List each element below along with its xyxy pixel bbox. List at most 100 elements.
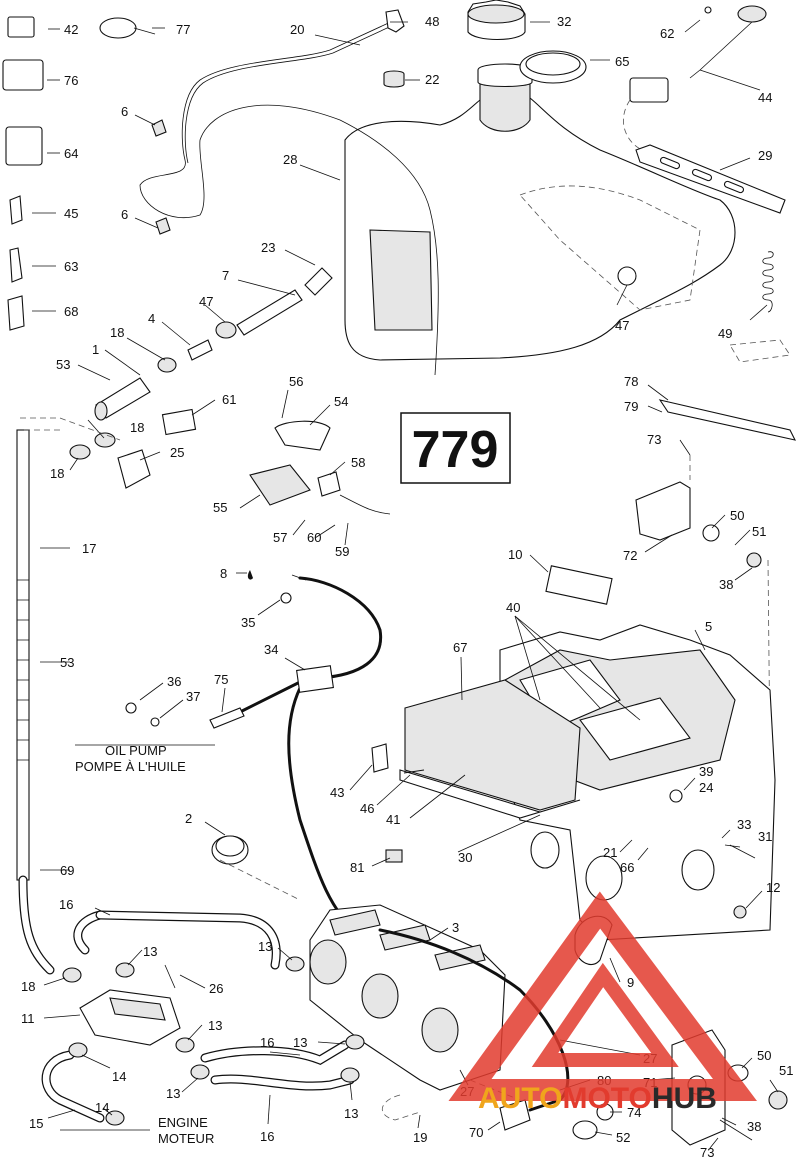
callout-16-top: 16 [59, 897, 73, 912]
callout-26: 26 [209, 981, 223, 996]
callout-10: 10 [508, 547, 522, 562]
callout-51-bottom: 51 [779, 1063, 793, 1078]
engine-caption-fr: MOTEUR [158, 1131, 214, 1146]
callout-14-a: 14 [112, 1069, 126, 1084]
callout-70: 70 [469, 1125, 483, 1140]
callout-78: 78 [624, 374, 638, 389]
fuel-tank [344, 63, 736, 361]
callout-40: 40 [506, 600, 520, 615]
callout-30: 30 [458, 850, 472, 865]
fuel-filter [69, 432, 151, 489]
callout-17: 17 [82, 541, 96, 556]
callout-6-bottom: 6 [121, 207, 128, 222]
callout-50-bottom: 50 [757, 1048, 771, 1063]
vent-fitting [383, 9, 405, 88]
screw-38 [746, 552, 762, 568]
connector-parts [2, 16, 44, 331]
callout-72: 72 [623, 548, 637, 563]
callout-47-left: 47 [199, 294, 213, 309]
callout-13-f: 13 [344, 1106, 358, 1121]
callout-74: 74 [627, 1105, 641, 1120]
callout-13-a: 13 [143, 944, 157, 959]
callout-15: 15 [29, 1116, 43, 1131]
callout-48: 48 [425, 14, 439, 29]
callout-42: 42 [64, 22, 78, 37]
tank-strap [635, 144, 786, 214]
gasket [545, 565, 613, 605]
hose-clamp [211, 835, 249, 865]
callout-4: 4 [148, 311, 155, 326]
bracket [635, 399, 797, 541]
callout-46: 46 [360, 801, 374, 816]
callout-11: 11 [21, 1011, 35, 1026]
leader-lines [20, 19, 779, 1149]
callout-29: 29 [758, 148, 772, 163]
callout-labels: 42 77 20 48 32 62 76 22 65 44 64 28 29 4… [21, 14, 793, 1160]
callout-52: 52 [616, 1130, 630, 1145]
callout-39: 39 [699, 764, 713, 779]
callout-63: 63 [64, 259, 78, 274]
callout-13-c: 13 [208, 1018, 222, 1033]
callout-19: 19 [413, 1130, 427, 1145]
spring [762, 251, 774, 313]
callout-81: 81 [350, 860, 364, 875]
callout-51-top: 51 [752, 524, 766, 539]
callout-20: 20 [290, 22, 304, 37]
diagram-number-box [400, 412, 511, 484]
screw-73b [719, 1119, 753, 1141]
callout-16-bottom: 16 [260, 1129, 274, 1144]
callout-5: 5 [705, 619, 712, 634]
bracket-small [371, 743, 389, 773]
primer [499, 1099, 531, 1131]
callout-21: 21 [603, 845, 617, 860]
callout-45: 45 [64, 206, 78, 221]
callout-43: 43 [330, 785, 344, 800]
callout-59: 59 [335, 544, 349, 559]
callout-41: 41 [386, 812, 400, 827]
callout-65: 65 [615, 54, 629, 69]
watermark-hub: HUB [652, 1082, 717, 1115]
callout-13-d: 13 [293, 1035, 307, 1050]
callout-18-b: 18 [130, 420, 144, 435]
callout-38-bottom: 38 [747, 1119, 761, 1134]
callout-37: 37 [186, 689, 200, 704]
callout-77: 77 [176, 22, 190, 37]
cable-adjuster [209, 707, 245, 729]
callout-67: 67 [453, 640, 467, 655]
callout-62: 62 [660, 26, 674, 41]
callout-79: 79 [624, 399, 638, 414]
callout-61: 61 [222, 392, 236, 407]
diagram-number: 779 [412, 421, 499, 479]
callout-54: 54 [334, 394, 348, 409]
air-filter [404, 679, 581, 811]
callout-55: 55 [213, 500, 227, 515]
callout-18-a: 18 [110, 325, 124, 340]
callout-53-bottom: 53 [60, 655, 74, 670]
callout-68: 68 [64, 304, 78, 319]
callout-53-top: 53 [56, 357, 70, 372]
watermark-moto: MOTO [562, 1082, 651, 1115]
callout-7: 7 [222, 268, 229, 283]
callout-73-top: 73 [647, 432, 661, 447]
callout-32: 32 [557, 14, 571, 29]
callout-9: 9 [627, 975, 634, 990]
throttle-sensor-parts [249, 420, 391, 515]
callout-13-b: 13 [258, 939, 272, 954]
nut-small [733, 905, 747, 919]
callout-1: 1 [92, 342, 99, 357]
fuel-hose [16, 429, 55, 975]
callout-60: 60 [307, 530, 321, 545]
callout-57: 57 [273, 530, 287, 545]
grommet-tank [617, 266, 637, 286]
cap-gasket [519, 50, 587, 84]
callout-73-bottom: 73 [700, 1145, 714, 1160]
callout-25: 25 [170, 445, 184, 460]
clip-35 [280, 592, 292, 604]
callout-24: 24 [699, 780, 713, 795]
callout-8: 8 [220, 566, 227, 581]
washer-36 [125, 702, 137, 714]
callout-50-top: 50 [730, 508, 744, 523]
oil-pump-caption-en: OIL PUMP [105, 743, 167, 758]
gasket [161, 408, 197, 436]
grommet [155, 217, 171, 235]
